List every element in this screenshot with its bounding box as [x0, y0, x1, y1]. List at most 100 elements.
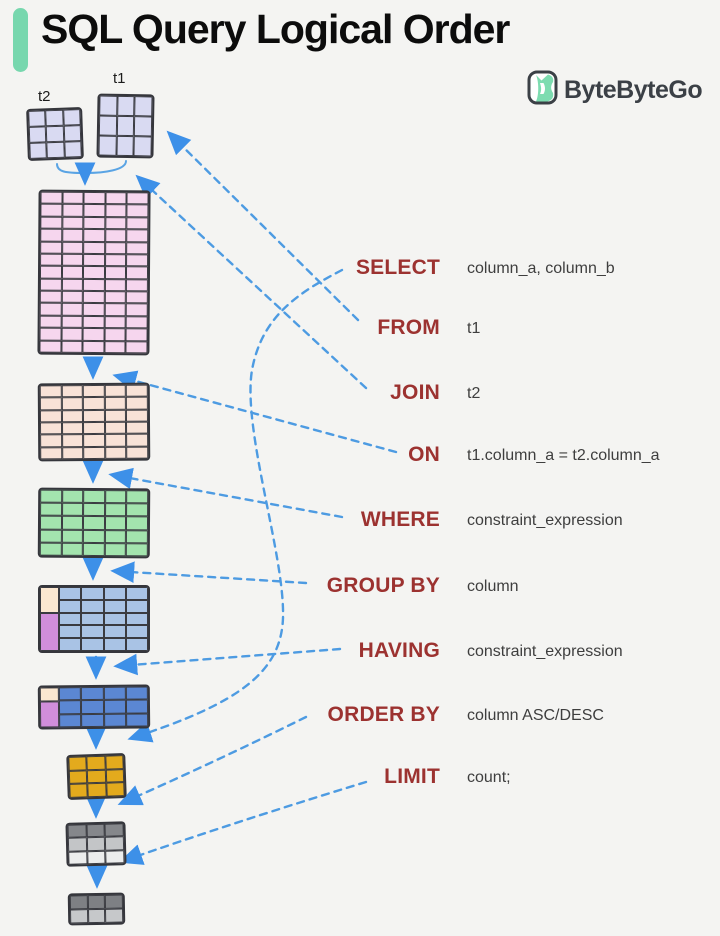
table-cell	[133, 136, 152, 157]
table-cell	[87, 908, 106, 924]
table-cell	[98, 115, 117, 136]
table-cell	[61, 489, 84, 504]
table-cell	[61, 340, 83, 353]
table-cell	[83, 421, 105, 435]
clause-keyword: LIMIT	[384, 765, 440, 788]
table-cell	[104, 823, 124, 838]
table-cell	[126, 490, 149, 504]
table-cell	[99, 95, 118, 116]
table-cell	[105, 229, 127, 242]
table-cell	[134, 116, 153, 137]
table-t1-label: t1	[113, 70, 126, 87]
table-cell	[59, 599, 82, 613]
table-cell	[83, 409, 105, 423]
table-cell	[46, 141, 65, 159]
table-cell	[87, 894, 106, 910]
table-cell	[59, 638, 82, 651]
table-cell	[104, 542, 127, 557]
table-cell	[105, 836, 125, 851]
table-cell	[103, 638, 126, 651]
clause-row-join: JOIN t2	[0, 381, 720, 407]
table-cell	[40, 203, 63, 217]
table-t2-label: t2	[38, 88, 51, 105]
table-cell	[39, 542, 62, 556]
table-cell	[28, 110, 47, 127]
table-cell	[105, 849, 125, 864]
table-cell	[58, 687, 82, 701]
table-cell	[61, 241, 84, 254]
table-cell	[59, 625, 82, 639]
from-link	[166, 130, 360, 322]
table-cell	[105, 204, 127, 217]
table-cell	[46, 125, 64, 143]
clause-argument: t1	[467, 320, 481, 337]
clause-keyword: GROUP BY	[326, 574, 440, 597]
table-cell	[82, 290, 105, 304]
clause-argument: column ASC/DESC	[467, 707, 604, 724]
table-cell	[125, 340, 148, 354]
table-cell	[86, 823, 106, 838]
join-brace-connector	[56, 160, 127, 174]
table-cell	[81, 599, 104, 613]
table-cell	[104, 291, 127, 304]
clause-row-group-by: GROUP BY column	[0, 574, 720, 600]
clause-argument: count;	[467, 769, 511, 786]
table-cell	[39, 290, 62, 304]
table-cell	[81, 638, 104, 651]
table-cell	[81, 587, 104, 600]
table-cell	[104, 409, 127, 422]
clause-keyword: JOIN	[390, 381, 440, 404]
table-cell	[40, 587, 59, 613]
table-cell	[61, 228, 84, 242]
page-title: SQL Query Logical Order	[41, 6, 510, 52]
table-cell	[39, 340, 62, 353]
limit-link	[118, 780, 368, 865]
table-cell	[68, 850, 88, 865]
table-cell	[126, 216, 149, 230]
table-cell	[126, 204, 149, 218]
table-cell	[69, 895, 88, 910]
table-cell	[62, 109, 81, 126]
table-cell	[83, 489, 106, 504]
table-cell	[29, 142, 48, 159]
clause-argument: column	[467, 578, 519, 595]
clause-keyword: WHERE	[360, 508, 440, 531]
clause-keyword: ORDER BY	[327, 703, 440, 726]
table-cell	[116, 95, 135, 117]
table-cell	[61, 303, 83, 316]
table-cell	[39, 687, 59, 702]
table-t2	[26, 107, 84, 161]
clause-keyword: FROM	[377, 316, 440, 339]
table-cell	[126, 192, 149, 205]
table-cell	[67, 837, 87, 852]
table-cell	[105, 216, 127, 230]
table-cell	[125, 625, 148, 639]
table-cell	[82, 340, 105, 354]
clause-argument: t2	[467, 385, 481, 402]
table-cell	[116, 115, 135, 137]
limit-result-table	[67, 892, 126, 926]
table-cell	[70, 909, 88, 924]
table-cell	[125, 686, 148, 700]
table-cell	[125, 612, 148, 626]
clause-link-arrows	[108, 130, 398, 865]
join-link	[135, 174, 368, 390]
table-cell	[125, 599, 148, 613]
table-cell	[82, 542, 105, 557]
table-cell	[83, 229, 106, 242]
table-cell	[105, 908, 124, 923]
table-cell	[61, 542, 84, 556]
table-cell	[28, 126, 47, 143]
table-t1	[96, 93, 155, 159]
table-cell	[103, 612, 126, 626]
group-by-result-table	[38, 585, 150, 653]
table-cell	[105, 192, 127, 205]
clause-row-from: FROM t1	[0, 316, 720, 342]
table-cell	[126, 229, 149, 242]
table-cell	[103, 686, 126, 701]
table-cell	[59, 612, 82, 626]
table-cell	[116, 135, 135, 157]
